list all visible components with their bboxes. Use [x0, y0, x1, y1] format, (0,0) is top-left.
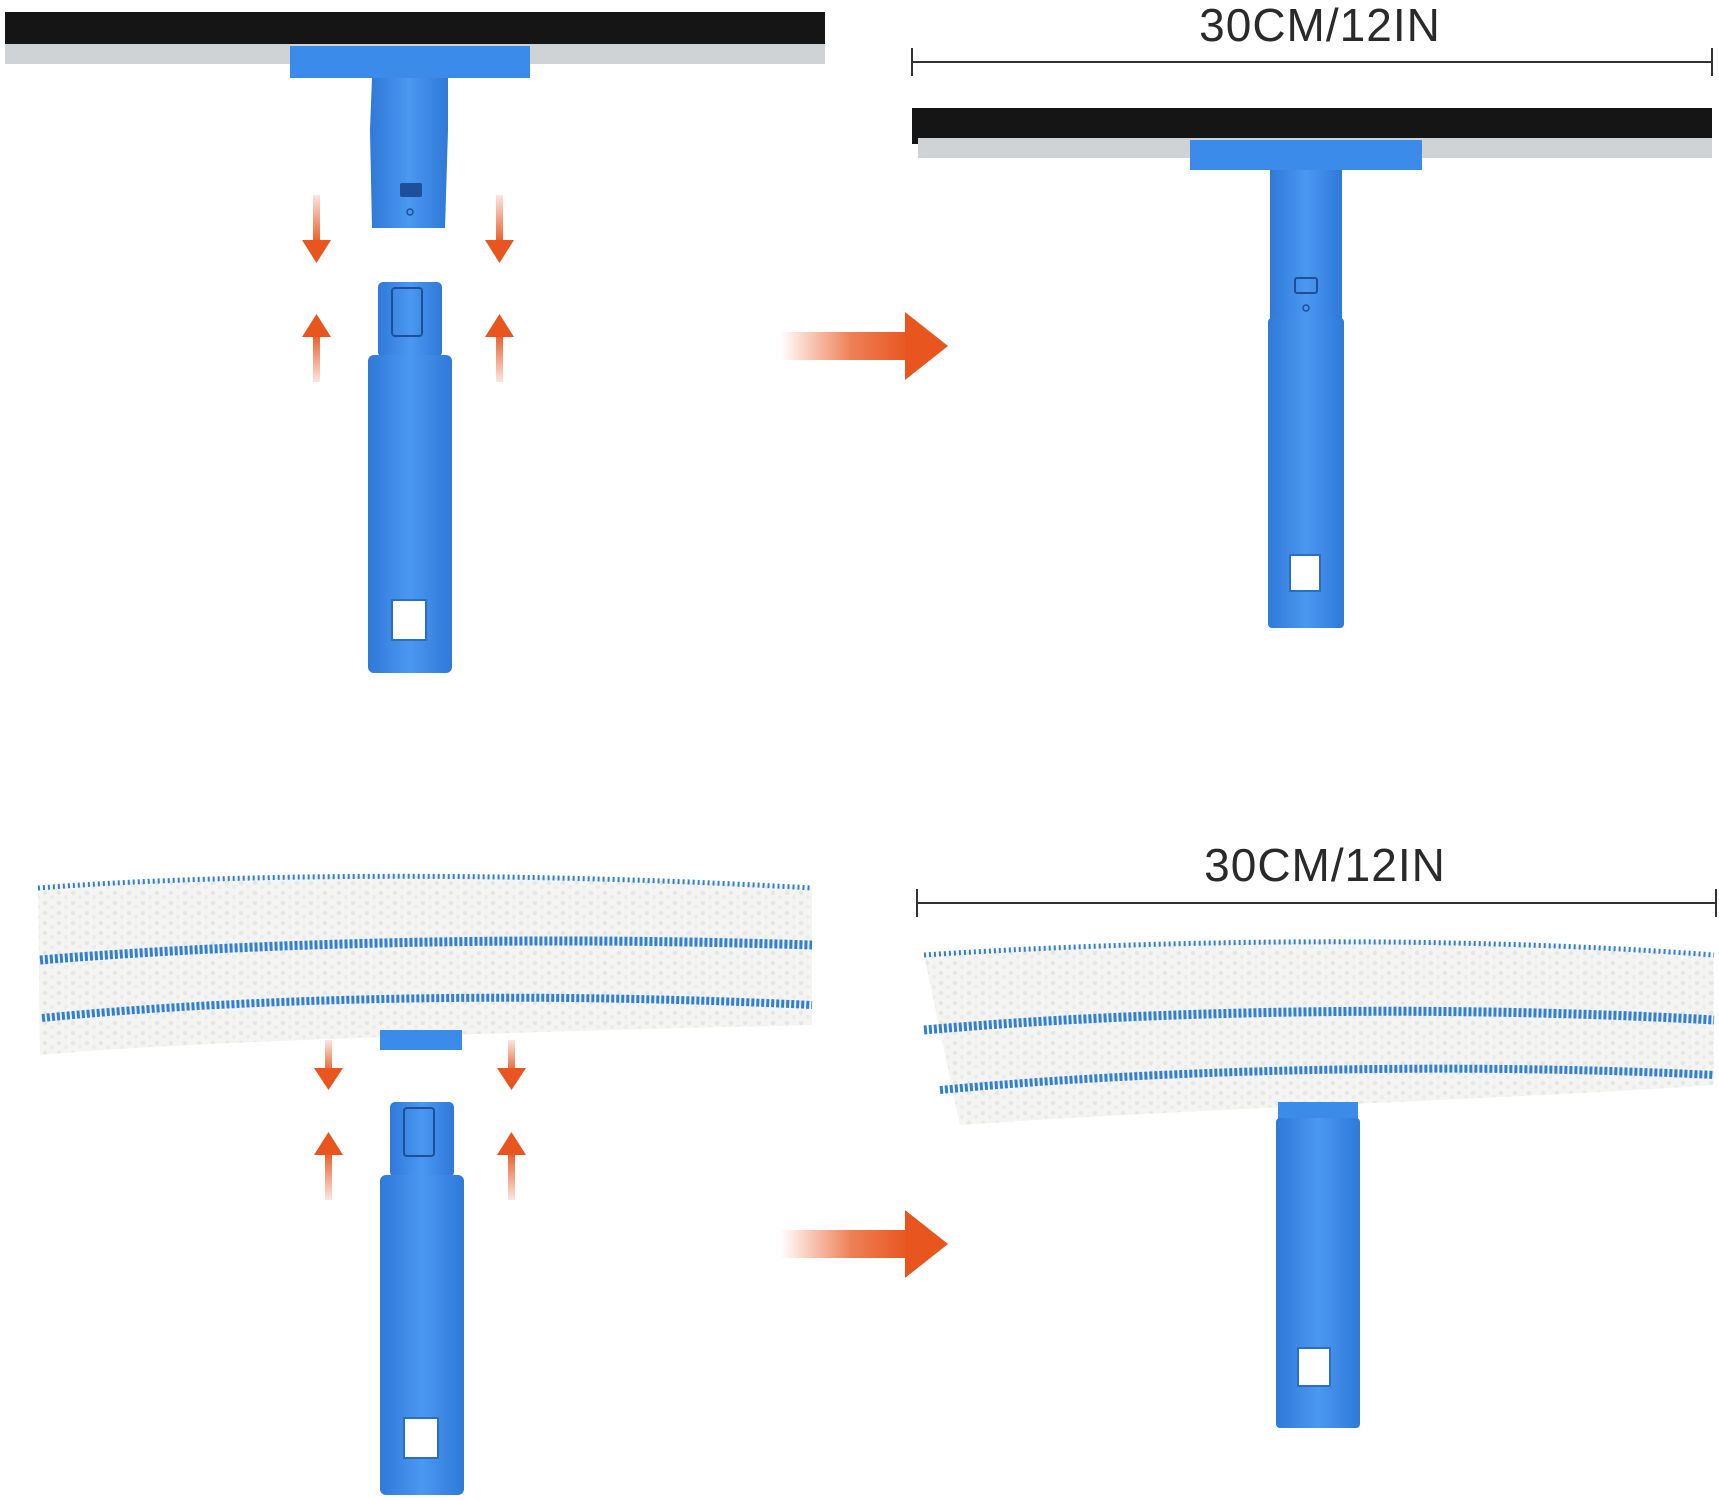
head-socket: [380, 1030, 462, 1050]
lock-button: [403, 1107, 435, 1157]
handle-segment-top-left: [368, 282, 452, 673]
push-arrows-top: [302, 195, 514, 382]
squeegee-head-exploded: [5, 12, 825, 228]
fiber-stripe: [39, 936, 813, 965]
right-arrow-icon: [780, 1210, 948, 1278]
down-arrow-icon: [314, 1040, 343, 1090]
push-arrows-bottom: [314, 1040, 526, 1200]
head-socket: [1270, 170, 1342, 320]
fiber-stripe: [41, 993, 813, 1022]
up-arrow-icon: [497, 1132, 526, 1200]
dimension-line-bottom: [916, 889, 1717, 917]
fiber-stripe: [923, 939, 1715, 958]
up-arrow-icon: [485, 314, 514, 382]
hang-hole: [391, 599, 427, 641]
hang-hole: [403, 1417, 439, 1459]
up-arrow-icon: [302, 314, 331, 382]
microfiber-sleeve: [38, 876, 812, 1055]
up-arrow-icon: [314, 1132, 343, 1200]
blade-clamp: [1190, 140, 1422, 170]
right-arrow-icon: [780, 312, 948, 380]
handle-segment-bottom-left: [380, 1102, 464, 1495]
head-socket: [370, 78, 448, 228]
down-arrow-icon: [485, 195, 514, 263]
blade-clamp: [290, 46, 530, 78]
squeegee-assembled: [912, 108, 1712, 628]
down-arrow-icon: [302, 195, 331, 263]
dimension-label-top: 30CM/12IN: [1199, 0, 1441, 51]
handle-tip: [378, 282, 442, 357]
scrubber-head-exploded: [37, 873, 813, 1055]
fiber-stripe: [37, 873, 813, 891]
release-dot: [406, 208, 414, 216]
handle-body: [380, 1175, 464, 1495]
hang-hole: [1297, 1347, 1331, 1387]
down-arrow-icon: [497, 1040, 526, 1090]
lock-slot: [1294, 277, 1318, 294]
handle-body: [368, 355, 452, 673]
microfiber-sleeve: [924, 941, 1714, 1125]
lock-slot: [400, 183, 422, 197]
fiber-stripe: [939, 1064, 1715, 1094]
handle-tip: [390, 1102, 454, 1177]
rubber-blade: [5, 12, 825, 48]
fiber-stripe: [923, 1006, 1715, 1035]
hang-hole: [1289, 554, 1321, 592]
scrubber-assembled: [923, 939, 1715, 1428]
dimension-label-bottom: 30CM/12IN: [1204, 839, 1446, 891]
release-dot: [1302, 304, 1310, 312]
handle-body: [1268, 318, 1344, 628]
lock-button: [391, 287, 423, 337]
dimension-line-top: [911, 48, 1713, 76]
